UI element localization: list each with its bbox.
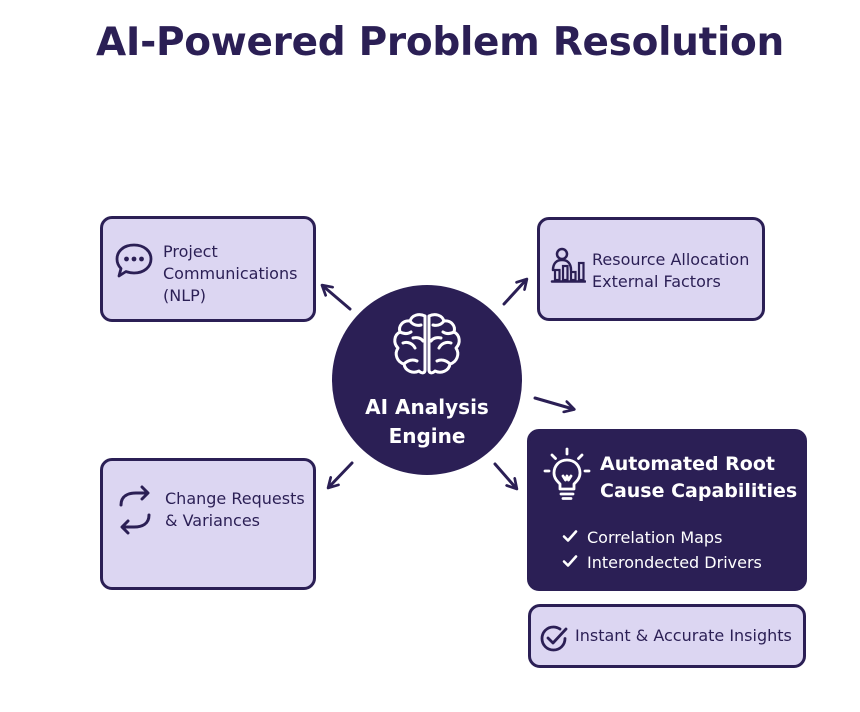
arrow-to-resource: [502, 277, 529, 306]
lightbulb-icon: [542, 446, 592, 506]
list-item: Correlation Maps: [562, 525, 762, 550]
node-label: Change Requests & Variances: [165, 489, 305, 530]
arrow-to-communications: [320, 283, 352, 311]
arrow-to-change: [326, 461, 354, 490]
arrow-to-root-cause-upper: [533, 396, 576, 414]
brain-icon: [389, 310, 465, 382]
node-label: Project Communications (NLP): [163, 242, 298, 305]
hub-label: AI Analysis Engine: [365, 395, 489, 448]
node-instant-insights: Instant & Accurate Insights: [528, 604, 806, 668]
checkmark-icon: [562, 553, 582, 572]
capabilities-list: Correlation Maps Interondected Drivers: [562, 525, 762, 575]
node-automated-root-cause: Automated Root Cause Capabilities Correl…: [527, 429, 807, 591]
refresh-arrows-icon: [113, 485, 157, 539]
people-chart-icon: [550, 246, 587, 288]
node-resource-allocation: Resource Allocation External Factors: [537, 217, 765, 321]
chat-bubble-icon: [113, 241, 155, 285]
diagram-title: AI-Powered Problem Resolution: [96, 20, 784, 65]
node-label: Instant & Accurate Insights: [575, 626, 792, 645]
hub-ai-analysis-engine: AI Analysis Engine: [332, 285, 522, 475]
checkmark-icon: [562, 528, 582, 547]
node-project-communications: Project Communications (NLP): [100, 216, 316, 322]
list-item: Interondected Drivers: [562, 550, 762, 575]
node-change-requests: Change Requests & Variances: [100, 458, 316, 590]
root-cause-heading: Automated Root Cause Capabilities: [600, 453, 798, 502]
check-circle-icon: [539, 624, 569, 658]
arrow-to-root-cause-lower: [493, 462, 519, 491]
node-label: Resource Allocation External Factors: [592, 250, 750, 291]
